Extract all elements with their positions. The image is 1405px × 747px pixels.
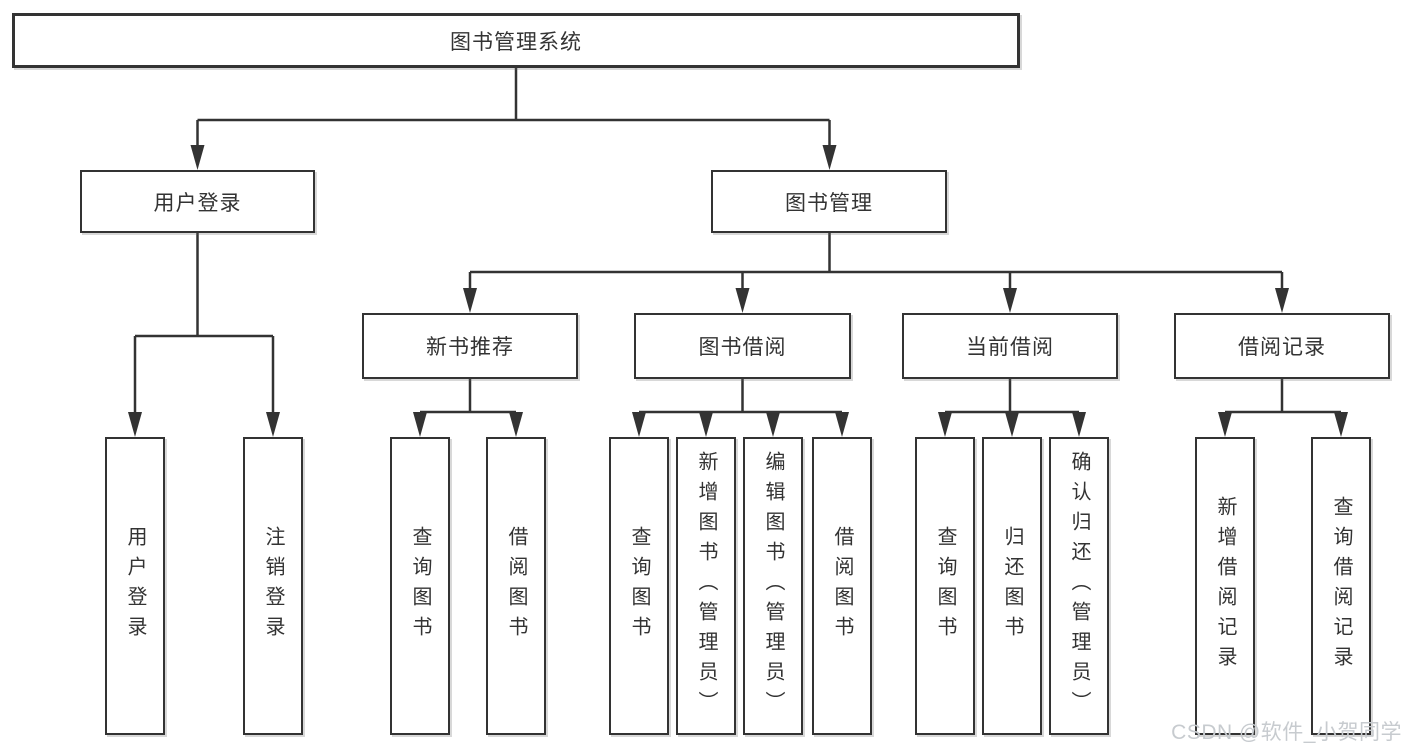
node-label: 借阅记录 bbox=[1238, 336, 1326, 359]
leaf-query-borrow-record: 查询借阅记录 bbox=[1311, 437, 1371, 735]
leaf-add-book-admin: 新增图书（管理员） bbox=[676, 437, 736, 735]
node-label: 图书管理 bbox=[785, 191, 873, 215]
leaf-user-login: 用户登录 bbox=[105, 437, 165, 735]
node-label: 归还图书 bbox=[1001, 526, 1023, 646]
leaf-borrow-books: 借阅图书 bbox=[812, 437, 872, 735]
node-label: 图书管理系统 bbox=[450, 30, 582, 54]
node-new-book-recommendation: 新书推荐 bbox=[362, 313, 578, 379]
node-label: 新增图书（管理员） bbox=[695, 451, 717, 721]
node-label: 借阅图书 bbox=[831, 526, 853, 646]
node-current-borrowing: 当前借阅 bbox=[902, 313, 1118, 379]
node-label: 用户登录 bbox=[153, 191, 242, 215]
node-label: 用户登录 bbox=[124, 526, 146, 646]
node-label: 查询图书 bbox=[409, 526, 431, 646]
leaf-return-books: 归还图书 bbox=[982, 437, 1042, 735]
node-label: 新书推荐 bbox=[426, 336, 514, 359]
leaf-borrow-books-recommendation: 借阅图书 bbox=[486, 437, 546, 735]
leaf-query-books-recommendation: 查询图书 bbox=[390, 437, 450, 735]
node-library-management-system: 图书管理系统 bbox=[12, 13, 1020, 68]
node-label: 图书借阅 bbox=[698, 336, 787, 359]
node-user-login: 用户登录 bbox=[80, 170, 315, 233]
node-borrowing-records: 借阅记录 bbox=[1174, 313, 1390, 379]
leaf-query-books-current: 查询图书 bbox=[915, 437, 975, 735]
node-label: 新增借阅记录 bbox=[1214, 496, 1236, 676]
leaf-logout: 注销登录 bbox=[243, 437, 303, 735]
leaf-edit-book-admin: 编辑图书（管理员） bbox=[743, 437, 803, 735]
node-book-management: 图书管理 bbox=[711, 170, 947, 233]
csdn-watermark: CSDN @软件_小贺同学 bbox=[1171, 721, 1402, 744]
node-label: 当前借阅 bbox=[966, 336, 1054, 359]
leaf-confirm-return-admin: 确认归还（管理员） bbox=[1049, 437, 1109, 735]
leaf-add-borrow-record: 新增借阅记录 bbox=[1195, 437, 1255, 735]
node-label: 查询图书 bbox=[934, 526, 956, 646]
leaf-query-books-borrowing: 查询图书 bbox=[609, 437, 669, 735]
node-label: 查询图书 bbox=[628, 526, 650, 646]
node-label: 查询借阅记录 bbox=[1330, 496, 1352, 676]
node-label: 编辑图书（管理员） bbox=[762, 451, 784, 721]
node-book-borrowing: 图书借阅 bbox=[634, 313, 851, 379]
node-label: 借阅图书 bbox=[505, 526, 527, 646]
node-label: 确认归还（管理员） bbox=[1068, 451, 1090, 721]
node-label: 注销登录 bbox=[262, 526, 284, 646]
